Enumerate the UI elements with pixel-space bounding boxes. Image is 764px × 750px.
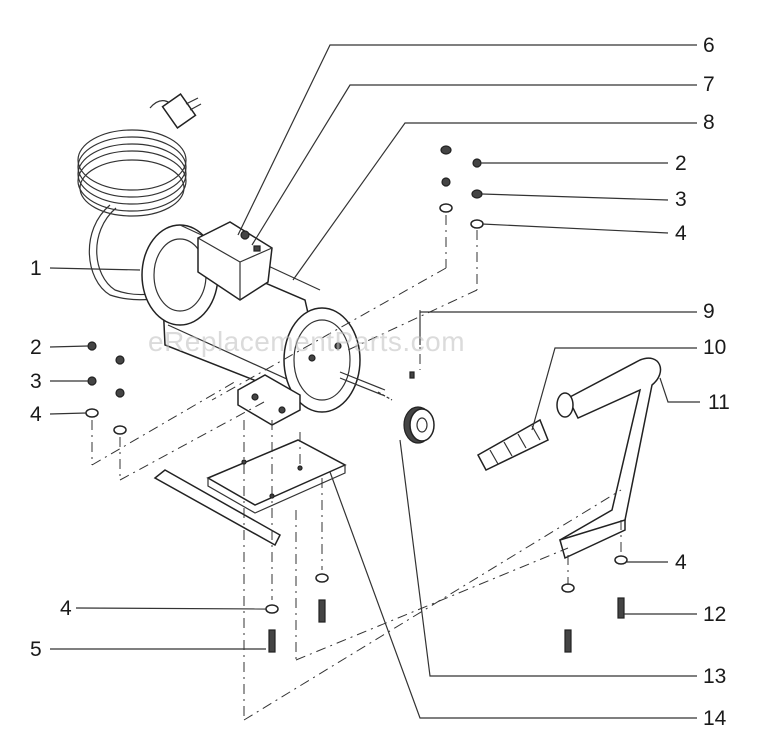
callout-8: 8 (703, 111, 715, 134)
callout-14: 14 (703, 707, 727, 730)
callout-9: 9 (703, 300, 715, 323)
callout-10: 10 (703, 336, 727, 359)
callout-6: 6 (703, 34, 715, 57)
callout-11: 11 (708, 391, 730, 414)
callout-5: 5 (30, 638, 42, 661)
callout-4-left: 4 (30, 403, 42, 426)
leader-lines (49, 44, 700, 719)
callout-1: 1 (30, 257, 42, 280)
handle (476, 357, 662, 560)
callout-7: 7 (703, 73, 715, 96)
callout-2-left: 2 (30, 336, 42, 359)
shaft-parts (377, 371, 435, 444)
hardware (85, 145, 628, 653)
callout-12: 12 (703, 603, 727, 626)
callout-2-right: 2 (675, 152, 687, 175)
callout-4-right: 4 (675, 222, 687, 245)
assembly-lines (91, 215, 622, 721)
callout-3-left: 3 (30, 370, 42, 393)
watermark-text: eReplacementParts.com (148, 326, 466, 357)
callout-4-handle: 4 (675, 551, 687, 574)
base-plate (153, 439, 347, 547)
callout-13: 13 (703, 665, 727, 688)
callout-3-right: 3 (675, 188, 687, 211)
callout-4-base: 4 (60, 597, 72, 620)
